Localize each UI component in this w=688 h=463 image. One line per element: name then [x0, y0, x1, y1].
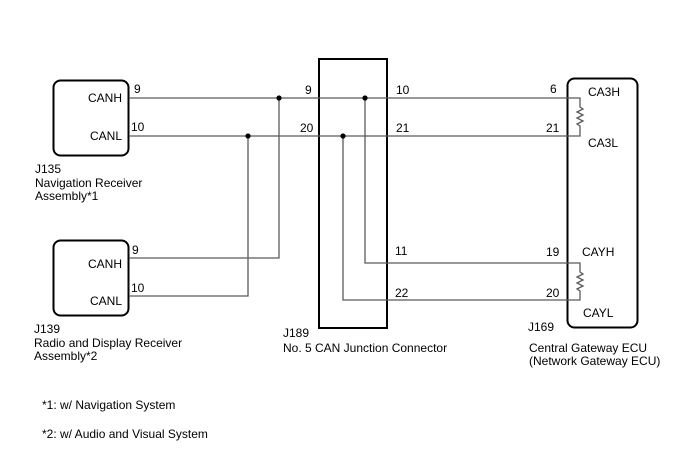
j189-box: [318, 58, 388, 329]
j169-pin-number: 20: [546, 286, 560, 300]
resistor-ca3-icon: [567, 97, 585, 137]
j169-pin-number: 21: [546, 121, 560, 135]
junction-dot: [340, 133, 346, 139]
j139-name-2: Assembly*2: [34, 349, 98, 363]
j189-pin-number: 10: [396, 83, 410, 97]
junction-dot: [362, 95, 368, 101]
j139-pin-number: 10: [131, 281, 145, 295]
footnote-2: *2: w/ Audio and Visual System: [42, 427, 208, 441]
j169-box: [566, 77, 639, 329]
wire-j189-22: [342, 136, 567, 301]
j139-pin-number: 9: [132, 243, 139, 257]
wire-j139-canl: [129, 136, 249, 297]
j189-pin-number: 20: [300, 121, 314, 135]
j135-id: J135: [35, 162, 62, 176]
j139-id: J139: [34, 322, 61, 336]
junction-dot: [276, 95, 282, 101]
j189-pin-number: 21: [396, 121, 410, 135]
j169-pin-number: 6: [550, 82, 557, 96]
j135-pin-number: 9: [134, 82, 141, 96]
j135-name: Navigation Receiver: [35, 176, 143, 190]
j189-name: No. 5 CAN Junction Connector: [283, 341, 448, 355]
resistor-cay-icon: [567, 262, 585, 301]
j135-box: [52, 79, 130, 157]
j169-pin-number: 19: [546, 245, 560, 259]
j189-pin-number: 11: [395, 244, 408, 258]
j139-pin-canh-label: CANH: [88, 257, 123, 271]
j169-pin-cayl-label: CAYL: [583, 306, 614, 320]
footnote-1: *1: w/ Navigation System: [42, 398, 176, 412]
j139-box: [52, 239, 130, 317]
wire-j139-canh: [129, 98, 280, 259]
j135-pin-canl-label: CANL: [90, 129, 123, 143]
j135-name-2: Assembly*1: [35, 189, 99, 203]
j169-pin-cayh-label: CAYH: [582, 245, 615, 259]
j189-pin-number: 22: [395, 286, 409, 300]
j189-id: J189: [283, 326, 310, 340]
j189-pin-number: 9: [305, 83, 312, 97]
j169-pin-ca3l-label: CA3L: [588, 136, 619, 150]
j169-id: J169: [528, 320, 555, 334]
junction-dot: [245, 133, 251, 139]
j135-pin-canh-label: CANH: [88, 91, 123, 105]
j135-pin-number: 10: [131, 120, 145, 134]
wire-j189-11: [364, 98, 567, 264]
j169-name-2: (Network Gateway ECU): [529, 354, 661, 368]
j169-name: Central Gateway ECU: [529, 341, 648, 355]
j139-name: Radio and Display Receiver: [34, 336, 183, 350]
j139-pin-canl-label: CANL: [90, 294, 123, 308]
j169-pin-ca3h-label: CA3H: [588, 85, 621, 99]
